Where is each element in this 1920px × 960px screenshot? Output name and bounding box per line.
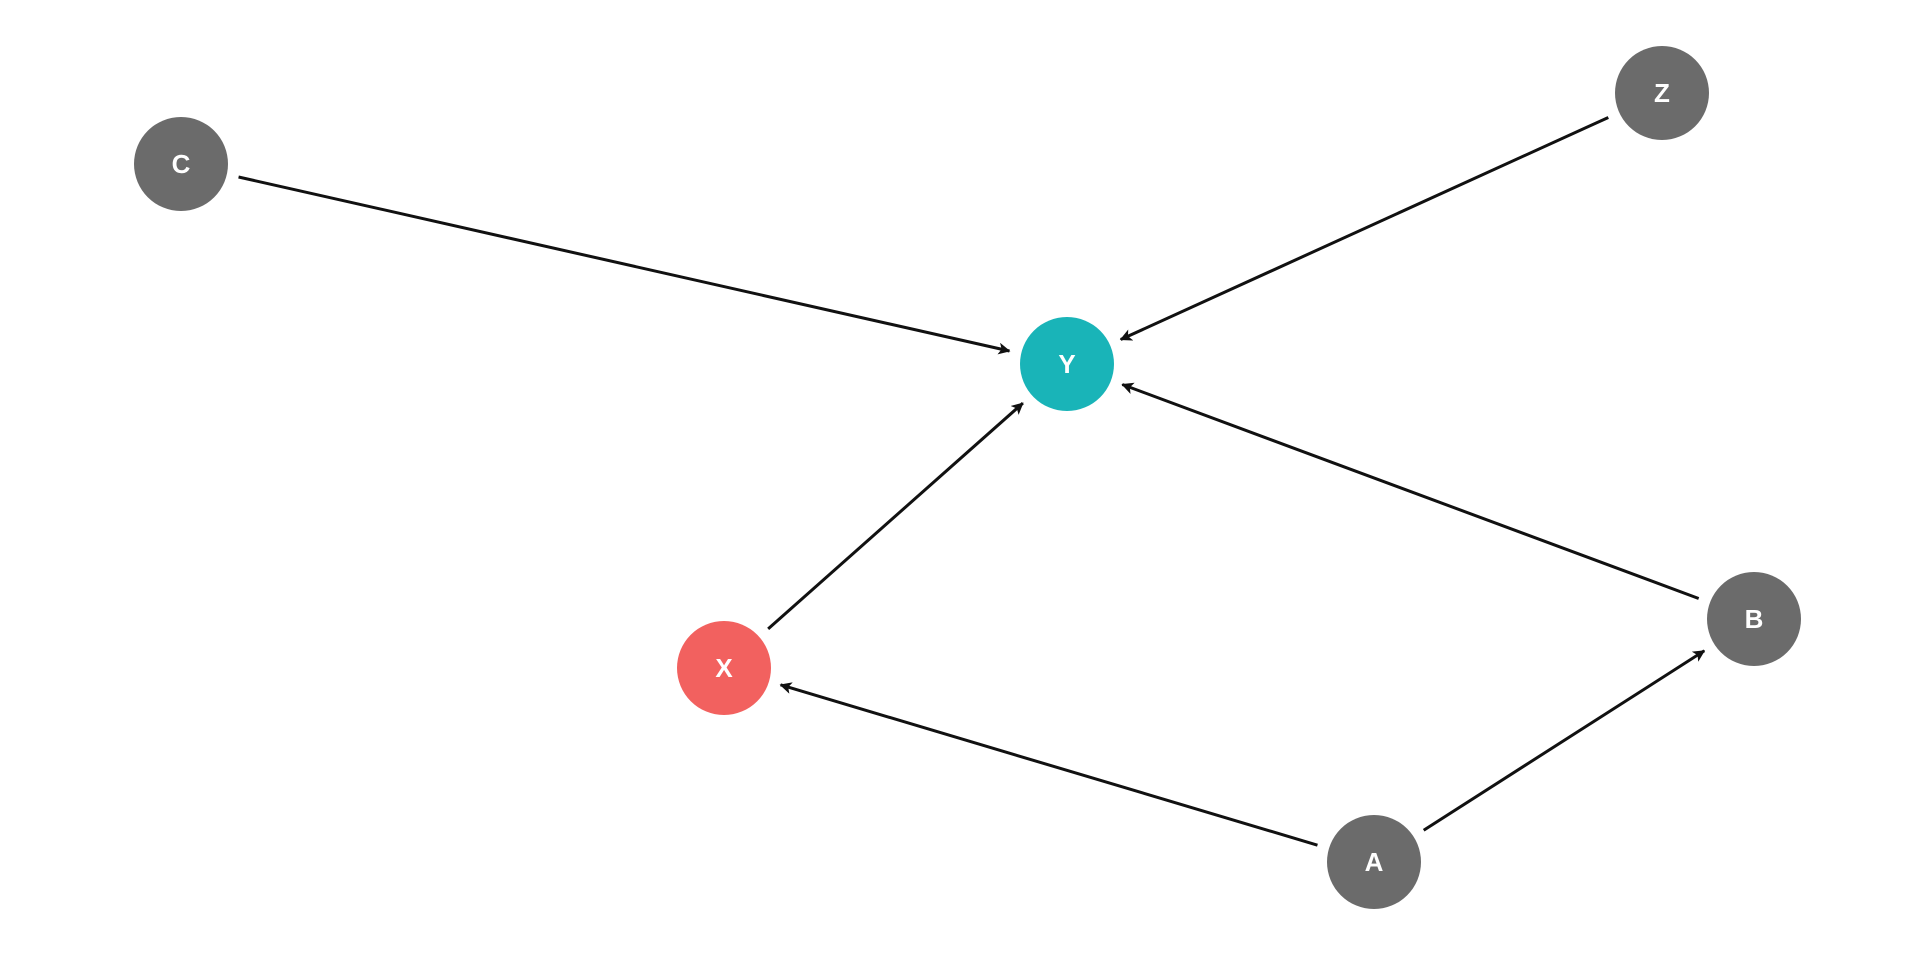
node-label-b: B (1745, 604, 1764, 634)
node-label-c: C (172, 149, 191, 179)
edge-a-to-x (779, 682, 1318, 847)
edge-a-to-b (1422, 649, 1706, 832)
node-circle-y[interactable] (1020, 317, 1114, 411)
node-label-x: X (715, 653, 733, 683)
edge-x-to-y (767, 402, 1024, 630)
node-circle-z[interactable] (1615, 46, 1709, 140)
node-circle-x[interactable] (677, 621, 771, 715)
node-b[interactable]: B (1707, 572, 1801, 666)
edge-c-to-y (238, 175, 1011, 355)
nodes-layer: C Z Y X B A (134, 46, 1801, 909)
edges-layer (238, 116, 1706, 847)
node-label-y: Y (1058, 349, 1075, 379)
node-c[interactable]: C (134, 117, 228, 211)
node-y[interactable]: Y (1020, 317, 1114, 411)
edge-b-to-y (1121, 382, 1700, 600)
node-label-a: A (1365, 847, 1384, 877)
node-label-z: Z (1654, 78, 1670, 108)
node-z[interactable]: Z (1615, 46, 1709, 140)
node-x[interactable]: X (677, 621, 771, 715)
node-circle-a[interactable] (1327, 815, 1421, 909)
edge-z-to-y (1119, 116, 1609, 341)
node-circle-b[interactable] (1707, 572, 1801, 666)
node-circle-c[interactable] (134, 117, 228, 211)
node-a[interactable]: A (1327, 815, 1421, 909)
